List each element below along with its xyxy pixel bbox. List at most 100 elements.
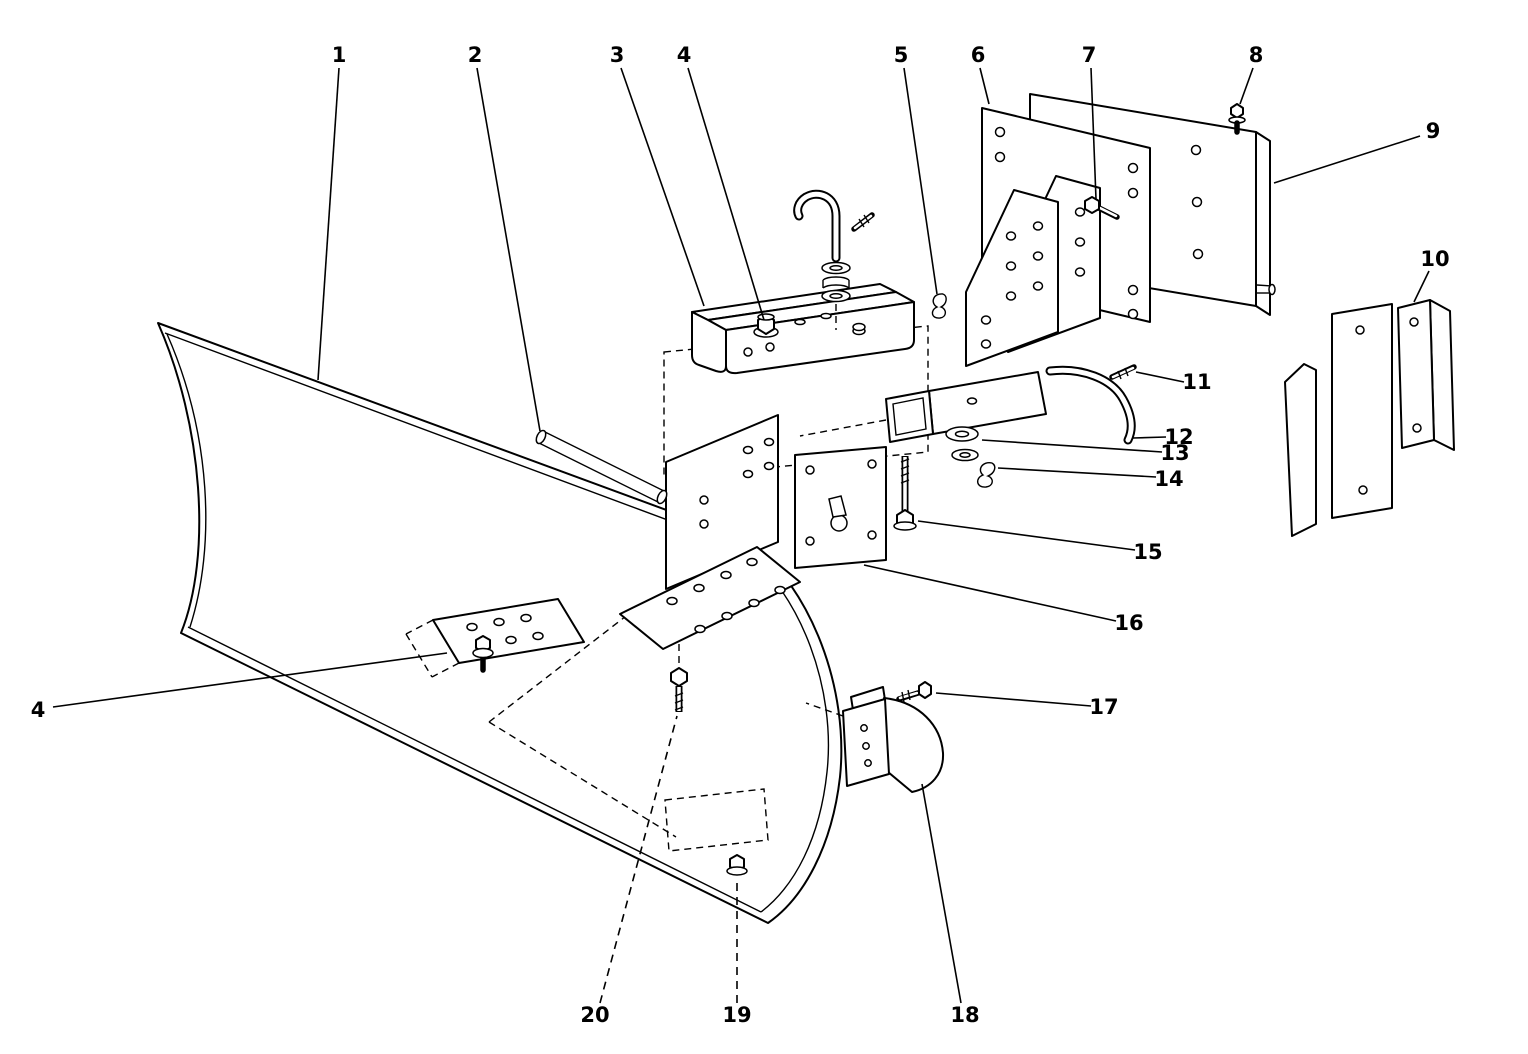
hole bbox=[1127, 187, 1139, 199]
hole bbox=[994, 126, 1006, 138]
bolt-15-thread bbox=[900, 465, 910, 470]
keyhole-slot-neck bbox=[828, 495, 847, 518]
hole bbox=[966, 397, 978, 405]
hole bbox=[1005, 291, 1017, 301]
hole bbox=[1409, 317, 1419, 327]
channel-left-cap bbox=[691, 311, 727, 373]
bolt-20-thread bbox=[674, 706, 684, 711]
hole bbox=[699, 519, 709, 529]
j-pin bbox=[793, 189, 841, 263]
hole bbox=[493, 617, 505, 627]
blade-group bbox=[157, 322, 843, 924]
hole bbox=[746, 557, 758, 567]
callout-leader-15-14 bbox=[917, 520, 1136, 551]
callout-label-19-19: 19 bbox=[722, 1003, 751, 1027]
callout-label-14-13: 14 bbox=[1154, 467, 1183, 491]
alignment-line bbox=[799, 419, 887, 437]
hole bbox=[763, 461, 775, 471]
washer-13-bore bbox=[954, 430, 970, 438]
hole bbox=[694, 624, 706, 634]
hole bbox=[820, 312, 832, 320]
nut-19-washer bbox=[726, 866, 748, 876]
hole bbox=[1074, 207, 1086, 217]
bolt-8-head bbox=[1230, 103, 1244, 119]
blade-bottom-edge bbox=[187, 626, 762, 913]
strap-plate bbox=[1284, 363, 1317, 537]
channel-front-face bbox=[725, 301, 915, 375]
mount-plate-hidden-edge bbox=[405, 619, 434, 635]
hole bbox=[720, 570, 732, 580]
hole bbox=[1191, 196, 1203, 208]
callout-label-4-17: 4 bbox=[31, 698, 46, 722]
callout-label-11-10: 11 bbox=[1182, 370, 1211, 394]
hole bbox=[805, 465, 815, 475]
hole bbox=[742, 445, 754, 455]
hole bbox=[1005, 231, 1017, 241]
mount-bolt-washer bbox=[472, 647, 494, 659]
mount-plate-hidden-edge bbox=[431, 662, 460, 678]
blade-hidden-plate bbox=[664, 788, 769, 852]
blade-right-curl bbox=[741, 547, 830, 913]
hole bbox=[765, 342, 775, 352]
tube-inner-bore bbox=[892, 397, 927, 436]
hitch-clip-5 bbox=[931, 293, 947, 319]
callout-label-12-11: 12 bbox=[1164, 425, 1193, 449]
lift-rod-12 bbox=[1045, 365, 1136, 445]
hole bbox=[1190, 144, 1202, 156]
bolt-15-washer bbox=[893, 521, 917, 531]
stud-end bbox=[1268, 283, 1276, 296]
hole bbox=[763, 437, 775, 447]
callout-leader-10-9 bbox=[1413, 270, 1430, 303]
hinge-plate-front bbox=[665, 414, 779, 590]
hinge-base-plate bbox=[619, 546, 801, 650]
hole bbox=[860, 724, 868, 732]
callout-label-6-5: 6 bbox=[971, 43, 986, 67]
hole bbox=[1412, 423, 1422, 433]
hole bbox=[864, 759, 872, 767]
set-bolt-thread bbox=[863, 214, 870, 224]
hole bbox=[1127, 284, 1139, 296]
bolt-17-thread bbox=[907, 689, 911, 701]
linkage-group bbox=[893, 364, 1137, 531]
tube-body bbox=[928, 371, 1047, 435]
cotter-pin bbox=[977, 462, 996, 488]
blade-hidden-line bbox=[488, 612, 631, 723]
blade-mount-plate-4 bbox=[432, 598, 585, 664]
bolt-15-thread bbox=[900, 479, 910, 484]
callout-leader-6-5 bbox=[979, 67, 990, 105]
callout-leader-4-3 bbox=[687, 67, 765, 321]
blade-top-edge bbox=[164, 332, 744, 549]
pivot-pin-bottom bbox=[538, 442, 661, 504]
bolt-15-thread bbox=[900, 472, 910, 477]
hole bbox=[980, 339, 992, 349]
hole bbox=[505, 635, 517, 645]
pivot-pin-top bbox=[542, 430, 665, 492]
callout-label-17-16: 17 bbox=[1089, 695, 1118, 719]
mount-bolt-head bbox=[475, 635, 491, 653]
far-right-group bbox=[1284, 299, 1455, 537]
backing-plate bbox=[1331, 303, 1393, 519]
callout-leader-17-16 bbox=[935, 692, 1092, 707]
callout-label-3-2: 3 bbox=[610, 43, 625, 67]
callout-leader-11-10 bbox=[1135, 371, 1185, 383]
channel-group bbox=[691, 189, 947, 375]
bolt-20-head bbox=[670, 667, 688, 687]
callout-leader-3-2 bbox=[620, 67, 705, 307]
hole bbox=[805, 536, 815, 546]
gusset-group bbox=[965, 175, 1120, 367]
j-pin bbox=[795, 191, 839, 261]
callout-label-1-0: 1 bbox=[332, 43, 347, 67]
callout-leader-1-0 bbox=[317, 67, 340, 381]
callout-leader-9-8 bbox=[1273, 135, 1421, 184]
hole bbox=[693, 583, 705, 593]
hole bbox=[1032, 281, 1044, 291]
callout-label-5-4: 5 bbox=[894, 43, 909, 67]
bolt-4-top bbox=[757, 313, 775, 321]
bolt-20-thread bbox=[674, 699, 684, 704]
pivot-pin-end bbox=[656, 489, 668, 505]
callout-label-15-14: 15 bbox=[1133, 540, 1162, 564]
hole bbox=[699, 495, 709, 505]
hidden-frame-outline bbox=[663, 325, 929, 479]
